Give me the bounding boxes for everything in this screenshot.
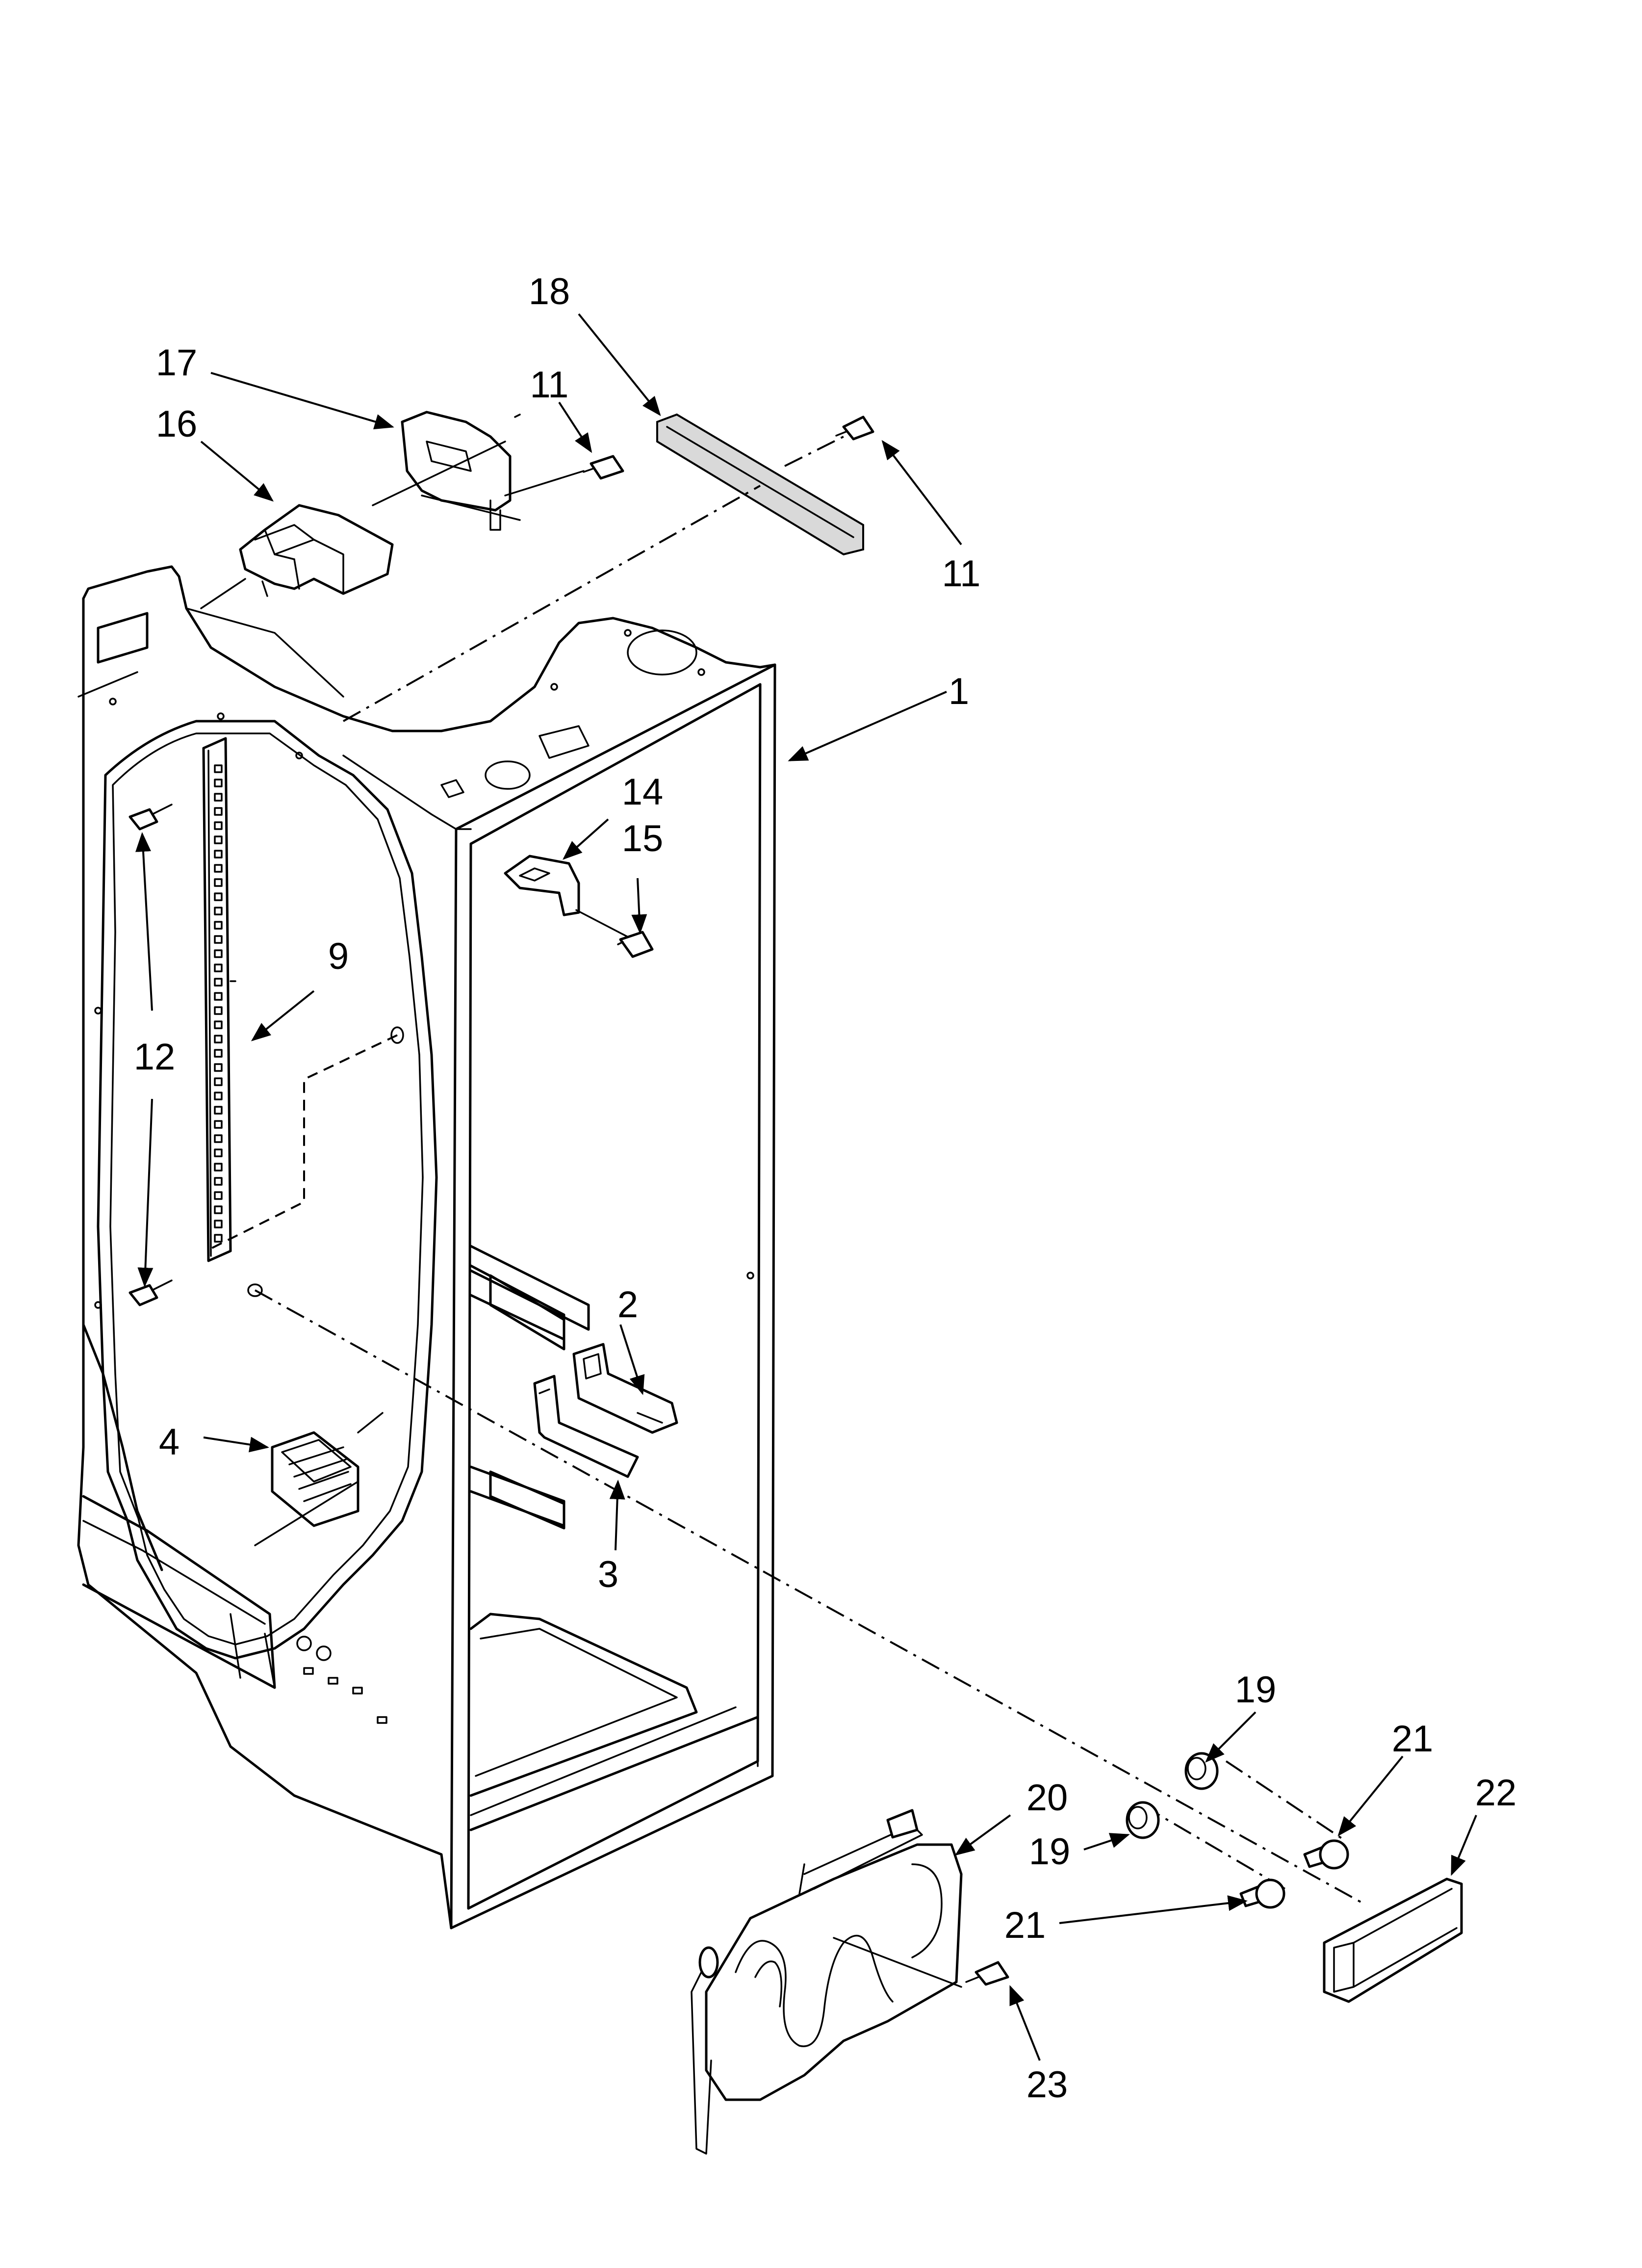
callout-21-lower: 21 <box>1004 1904 1046 1946</box>
rail-slot <box>214 878 223 887</box>
rail-slot <box>214 1163 223 1172</box>
callout-9: 9 <box>328 936 349 977</box>
bracket-screw <box>617 931 654 958</box>
rail-slot <box>214 964 223 972</box>
callout-1: 1 <box>949 671 969 712</box>
heater-coil <box>691 1809 963 2155</box>
control-housing <box>200 504 394 609</box>
mounting-bracket <box>504 855 639 943</box>
callout-23: 23 <box>1026 2064 1068 2106</box>
rail-slot <box>214 1035 223 1043</box>
callout-15: 15 <box>622 818 664 860</box>
rail-slot <box>214 992 223 1001</box>
callout-labels: 1 2 3 4 9 11 11 12 14 15 16 17 18 19 19 … <box>134 271 1517 2106</box>
screw-upper-right <box>835 416 874 441</box>
top-rail <box>656 413 873 556</box>
callout-19-lower: 19 <box>1029 1831 1071 1873</box>
pin-lower <box>1239 1878 1285 1909</box>
rail-slot <box>214 949 223 958</box>
housing-cover <box>372 411 585 531</box>
rail-slot <box>214 907 223 915</box>
callout-20: 20 <box>1026 1777 1068 1819</box>
rail-slot <box>214 821 223 830</box>
rail-slot <box>214 1205 223 1214</box>
rail-slot <box>214 1077 223 1086</box>
rail-slot <box>214 850 223 859</box>
callout-18: 18 <box>529 271 570 313</box>
rail-screw-bottom <box>128 1279 173 1306</box>
rail-slot <box>214 1134 223 1143</box>
rail-slot <box>214 892 223 901</box>
drain-housing <box>1323 1877 1463 2003</box>
rail-slot <box>214 864 223 873</box>
rail-slot <box>214 1106 223 1115</box>
rail-slot <box>214 978 223 987</box>
rail-slot <box>214 1177 223 1186</box>
rail-slot <box>214 1220 223 1228</box>
rail-slot <box>214 807 223 816</box>
coil-screw <box>965 1961 1009 1986</box>
callout-22: 22 <box>1475 1772 1517 1814</box>
rail-slot <box>214 779 223 787</box>
rail-slot <box>214 1191 223 1200</box>
rail-slot <box>214 1063 223 1072</box>
rail-slot <box>214 764 223 773</box>
rail-slot <box>214 1234 223 1243</box>
callout-17: 17 <box>156 342 198 384</box>
shelf-rail <box>202 737 236 1262</box>
pin-upper <box>1303 1839 1349 1870</box>
callout-4: 4 <box>159 1421 180 1463</box>
rail-slot <box>214 1120 223 1129</box>
callout-16: 16 <box>156 403 198 445</box>
callout-2: 2 <box>617 1284 638 1326</box>
rail-slot <box>214 1148 223 1157</box>
bracket-upper <box>572 1343 678 1434</box>
callout-21-upper: 21 <box>1392 1718 1434 1760</box>
rail-slot <box>214 793 223 802</box>
rail-slot <box>214 1092 223 1100</box>
vent-grille <box>254 1412 384 1546</box>
plug-lower <box>1126 1801 1160 1839</box>
rail-screw-top <box>128 804 173 831</box>
callout-14: 14 <box>622 771 664 813</box>
rail-slot <box>214 1006 223 1015</box>
callout-12: 12 <box>134 1036 176 1078</box>
callout-19-upper: 19 <box>1235 1669 1277 1711</box>
plug-upper <box>1184 1752 1219 1790</box>
rail-slot <box>214 921 223 930</box>
callout-11-right: 11 <box>942 553 981 595</box>
callout-3: 3 <box>598 1554 618 1595</box>
callout-11-upper: 11 <box>530 364 569 406</box>
bracket-lower <box>533 1375 639 1478</box>
cabinet-liner <box>77 565 776 1929</box>
rail-slot <box>214 1049 223 1058</box>
rail-slot <box>214 935 223 944</box>
rail-slot <box>214 1020 223 1029</box>
screw-upper-left <box>583 455 624 480</box>
callout-leaders <box>135 313 1477 2061</box>
rail-slot <box>214 835 223 844</box>
